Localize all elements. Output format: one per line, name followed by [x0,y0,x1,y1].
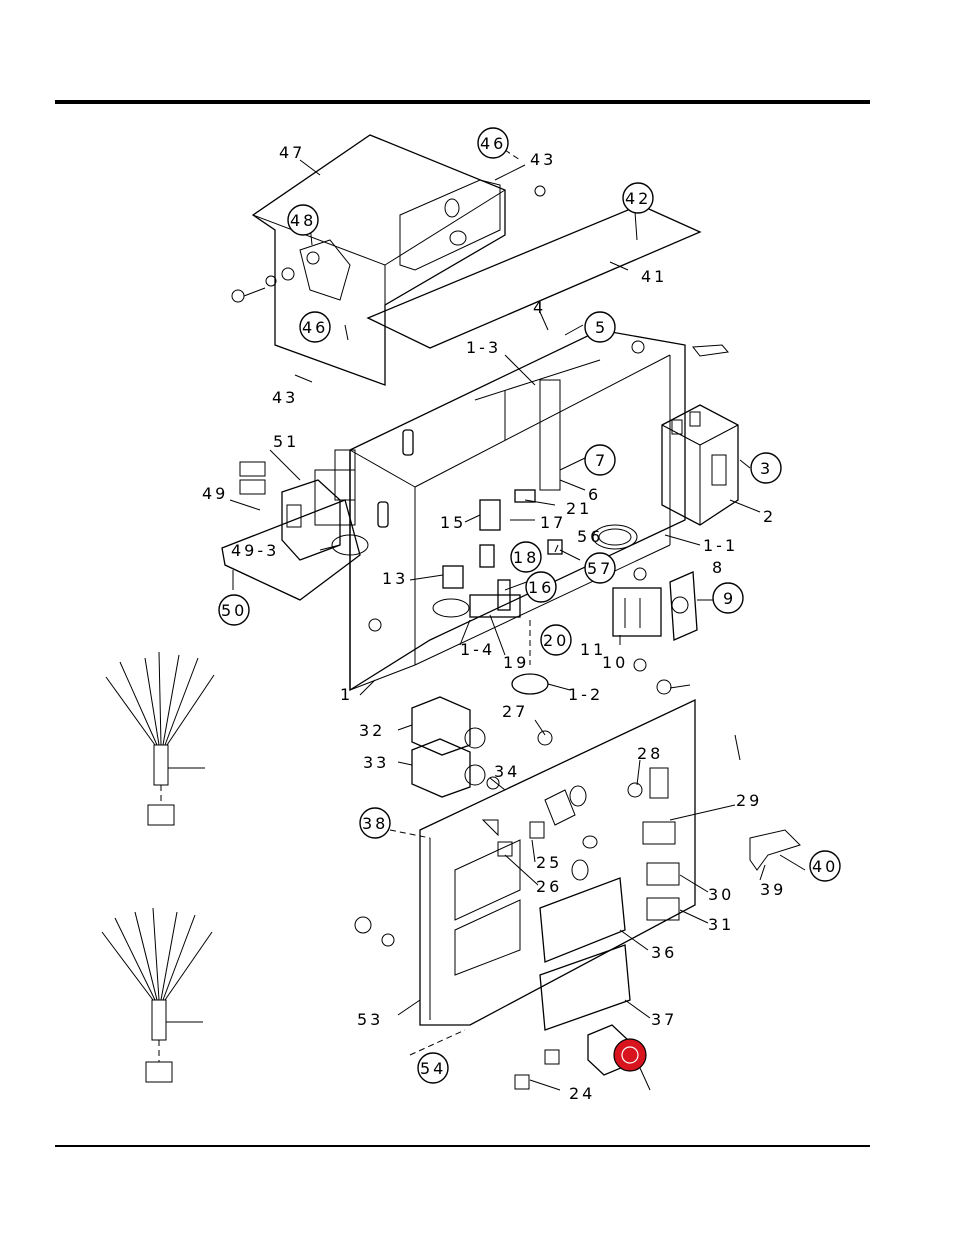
label-33: 33 [363,753,389,772]
label-16: 16 [528,578,554,597]
label-27: 27 [502,702,528,721]
label-32: 32 [359,721,385,740]
label-7: 7 [595,451,608,470]
label-40: 40 [812,857,838,876]
front-door-panel [355,700,800,1030]
label-13: 13 [382,569,408,588]
label-5: 5 [595,318,608,337]
label-50: 50 [221,601,247,620]
part-labels: 47 46 43 48 42 41 46 43 4 5 1-3 51 49 49… [202,134,838,1103]
label-43-top: 43 [530,150,556,169]
label-56: 56 [577,527,603,546]
label-54: 54 [420,1059,446,1078]
cable-harness-upper [106,652,214,825]
label-47: 47 [279,143,305,162]
door-devices [412,697,642,1089]
emergency-stop-assembly [588,1025,646,1075]
label-1: 1 [340,685,353,704]
label-1-4: 1-4 [460,640,495,659]
label-41: 41 [641,267,667,286]
label-34: 34 [494,762,520,781]
callout-circles [219,128,840,1083]
label-8: 8 [712,558,725,577]
terminal-assembly [222,450,368,600]
label-46-bottom: 46 [302,318,328,337]
label-46-top: 46 [480,134,506,153]
label-48: 48 [290,211,316,230]
label-31: 31 [708,915,734,934]
label-37: 37 [651,1010,677,1029]
label-42: 42 [625,189,651,208]
label-43-bottom: 43 [272,388,298,407]
label-20: 20 [543,631,569,650]
label-57: 57 [587,559,613,578]
label-9: 9 [723,589,736,608]
label-51: 51 [273,432,299,451]
label-18: 18 [513,548,539,567]
label-1-2: 1-2 [568,685,603,704]
label-49-3: 49-3 [231,541,279,560]
label-19: 19 [503,653,529,672]
label-6: 6 [588,485,601,504]
label-24: 24 [569,1084,595,1103]
label-15: 15 [440,513,466,532]
emergency-stop-button [614,1039,646,1071]
label-17: 17 [540,513,566,532]
leader-lines [230,150,805,1090]
label-28: 28 [637,744,663,763]
label-39: 39 [760,880,786,899]
label-2: 2 [763,507,776,526]
label-30: 30 [708,885,734,904]
label-29: 29 [736,791,762,810]
label-53: 53 [357,1010,383,1029]
label-36: 36 [651,943,677,962]
label-49: 49 [202,484,228,503]
label-1-3: 1-3 [466,338,501,357]
label-3: 3 [760,459,773,478]
label-1-1: 1-1 [703,536,738,555]
cable-harness-lower [102,908,212,1082]
label-10: 10 [602,653,628,672]
label-38: 38 [362,814,388,833]
label-4: 4 [533,298,546,317]
label-26: 26 [536,877,562,896]
label-25: 25 [536,853,562,872]
